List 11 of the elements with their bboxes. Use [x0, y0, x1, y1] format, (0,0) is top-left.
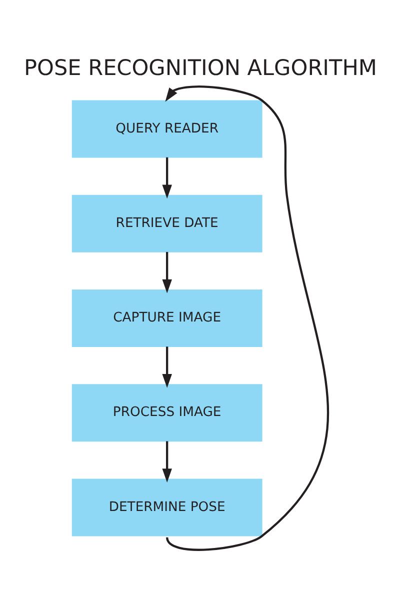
arrow	[162, 252, 172, 294]
node-box: RETRIEVE DATE	[72, 194, 262, 252]
node-box: DETERMINE POSE	[72, 478, 262, 536]
node-box: QUERY READER	[72, 100, 262, 158]
arrow	[162, 441, 172, 483]
diagram-title: POSE RECOGNITION ALGORITHM	[24, 56, 377, 81]
arrow	[162, 346, 172, 388]
node-box: PROCESS IMAGE	[72, 384, 262, 442]
node-box: CAPTURE IMAGE	[72, 289, 262, 347]
arrow	[162, 157, 172, 199]
arrow	[165, 86, 329, 551]
